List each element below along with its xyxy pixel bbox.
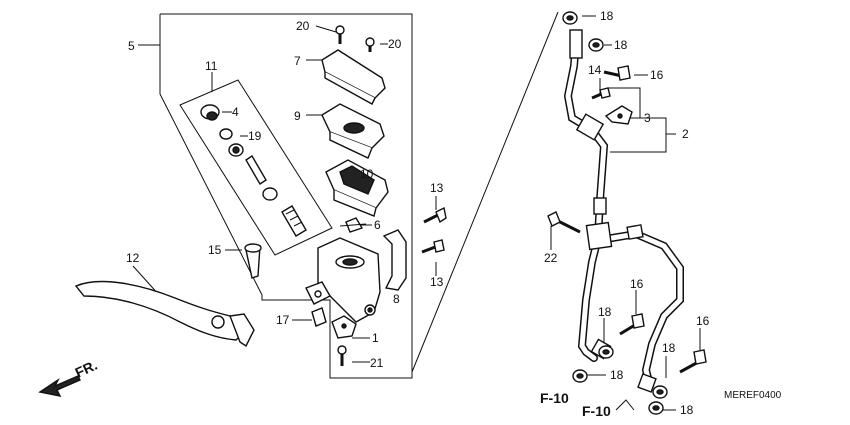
piston-kit-frame (179, 79, 333, 256)
brake-lever (74, 280, 255, 348)
label-4: 4 (232, 105, 239, 119)
cap-screws (335, 25, 375, 52)
label-1: 1 (372, 331, 379, 345)
label-20-right: 20 (388, 37, 402, 51)
diagram-code: MEREF0400 (724, 390, 782, 401)
label-11: 11 (205, 59, 218, 73)
label-16-a: 16 (650, 68, 664, 82)
brake-hose-frame (411, 11, 559, 373)
part-labels: 5 11 4 19 20 20 7 9 10 6 13 13 8 15 12 1… (126, 9, 710, 417)
ref-label-f10-left: F-10 (540, 390, 569, 406)
master-cylinder-group-frame (159, 13, 413, 379)
label-9: 9 (294, 109, 301, 123)
holder-clamp (382, 229, 407, 291)
diaphragm (325, 159, 389, 217)
label-18-c: 18 (598, 305, 612, 319)
label-21: 21 (370, 356, 384, 370)
label-22: 22 (544, 251, 558, 265)
label-19: 19 (248, 129, 262, 143)
label-17: 17 (276, 313, 290, 327)
label-8: 8 (393, 292, 400, 306)
label-18-e: 18 (610, 368, 624, 382)
switch-screw (337, 345, 347, 366)
lever-pivot-bolt (244, 243, 262, 279)
label-16-b: 16 (630, 277, 644, 291)
label-12: 12 (126, 251, 140, 265)
label-7: 7 (294, 54, 301, 68)
label-18-b: 18 (614, 38, 628, 52)
label-15: 15 (208, 243, 222, 257)
label-13-top: 13 (430, 181, 444, 195)
label-20-top: 20 (296, 19, 310, 33)
label-18-f: 18 (680, 403, 694, 417)
label-6: 6 (374, 218, 381, 232)
hose-washers (562, 11, 668, 415)
label-13-bottom: 13 (430, 275, 444, 289)
label-2: 2 (682, 127, 689, 141)
collar (311, 307, 327, 327)
piston-kit-parts (200, 104, 307, 237)
direction-label: FR. (73, 357, 100, 381)
cap-plate (321, 103, 385, 159)
mount-bolts (421, 206, 447, 254)
front-direction-arrow: FR. (38, 357, 100, 397)
label-16-c: 16 (696, 314, 710, 328)
label-18-d: 18 (662, 341, 676, 355)
master-cylinder-body (305, 237, 381, 323)
hose-joint-clip (339, 217, 367, 233)
label-3: 3 (644, 111, 651, 125)
label-14: 14 (588, 63, 602, 77)
ref-label-f10-right: F-10 (582, 403, 611, 419)
hose-clamp-bracket (604, 105, 633, 125)
hose-bolts (547, 65, 707, 374)
brake-hose-assembly (563, 29, 684, 393)
label-5: 5 (128, 39, 135, 53)
label-10: 10 (360, 167, 374, 181)
front-stop-switch (331, 315, 357, 339)
label-18-a: 18 (600, 9, 614, 23)
reservoir-cap (321, 49, 386, 105)
